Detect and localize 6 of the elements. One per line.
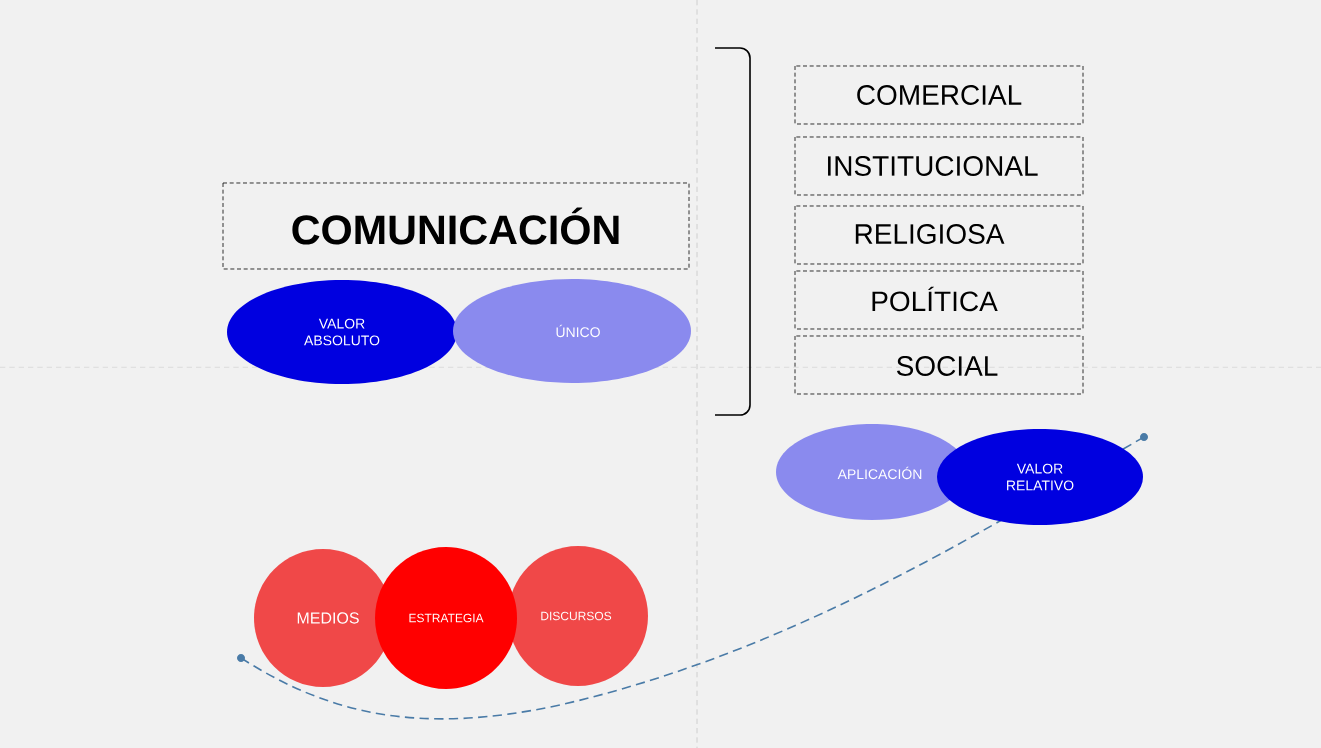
category-box: INSTITUCIONAL bbox=[794, 136, 1084, 196]
category-box: POLÍTICA bbox=[794, 270, 1084, 330]
category-box: SOCIAL bbox=[794, 335, 1084, 395]
category-box: RELIGIOSA bbox=[794, 205, 1084, 265]
category-box: COMERCIAL bbox=[794, 65, 1084, 125]
title-box: COMUNICACIÓN bbox=[222, 182, 690, 270]
